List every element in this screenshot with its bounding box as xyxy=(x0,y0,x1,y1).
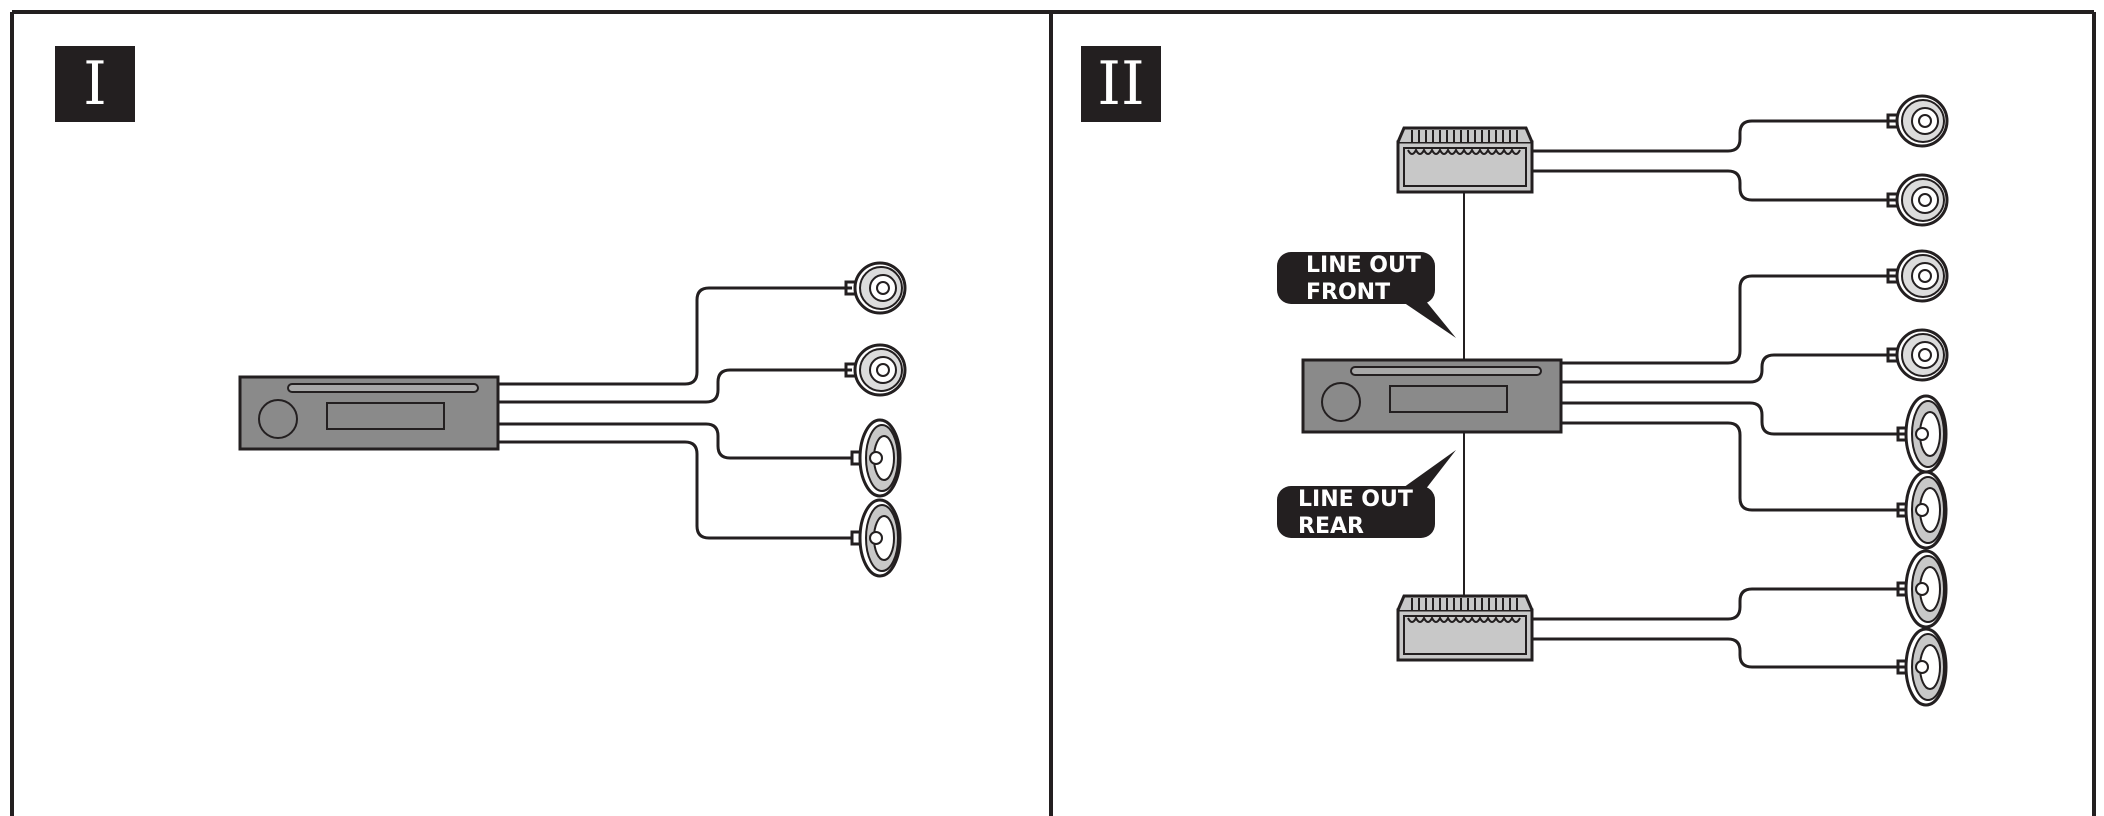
round-speaker-icon xyxy=(1886,249,1949,303)
panel-1-label: I xyxy=(55,46,135,122)
panel-2-wires xyxy=(1533,119,1910,669)
round-speaker-icon xyxy=(844,261,907,315)
amplifier-rear-icon xyxy=(1396,594,1534,662)
oval-speaker-icon xyxy=(1896,394,1948,474)
line-out-front-callout xyxy=(1277,252,1456,338)
head-unit-icon xyxy=(1301,358,1563,434)
line-out-front-label: LINE OUT FRONT xyxy=(1306,253,1421,305)
oval-speaker-icon xyxy=(850,418,902,498)
head-unit-icon xyxy=(238,375,500,451)
panel-frame xyxy=(10,10,2096,816)
panel-2-diagram xyxy=(1277,94,1949,707)
round-speaker-icon xyxy=(1886,173,1949,227)
oval-speaker-icon xyxy=(1896,627,1948,707)
round-speaker-icon xyxy=(1886,94,1949,148)
line-out-rear-label: LINE OUT REAR xyxy=(1298,487,1413,539)
panel-2-label: II xyxy=(1081,46,1161,122)
oval-speaker-icon xyxy=(850,498,902,578)
amplifier-front-icon xyxy=(1396,126,1534,194)
panel-1-wires xyxy=(498,286,852,540)
line-out-rear-callout xyxy=(1277,450,1456,538)
oval-speaker-icon xyxy=(1896,549,1948,629)
oval-speaker-icon xyxy=(1896,470,1948,550)
round-speaker-icon xyxy=(1886,328,1949,382)
panel-1-diagram xyxy=(238,261,907,578)
round-speaker-icon xyxy=(844,343,907,397)
